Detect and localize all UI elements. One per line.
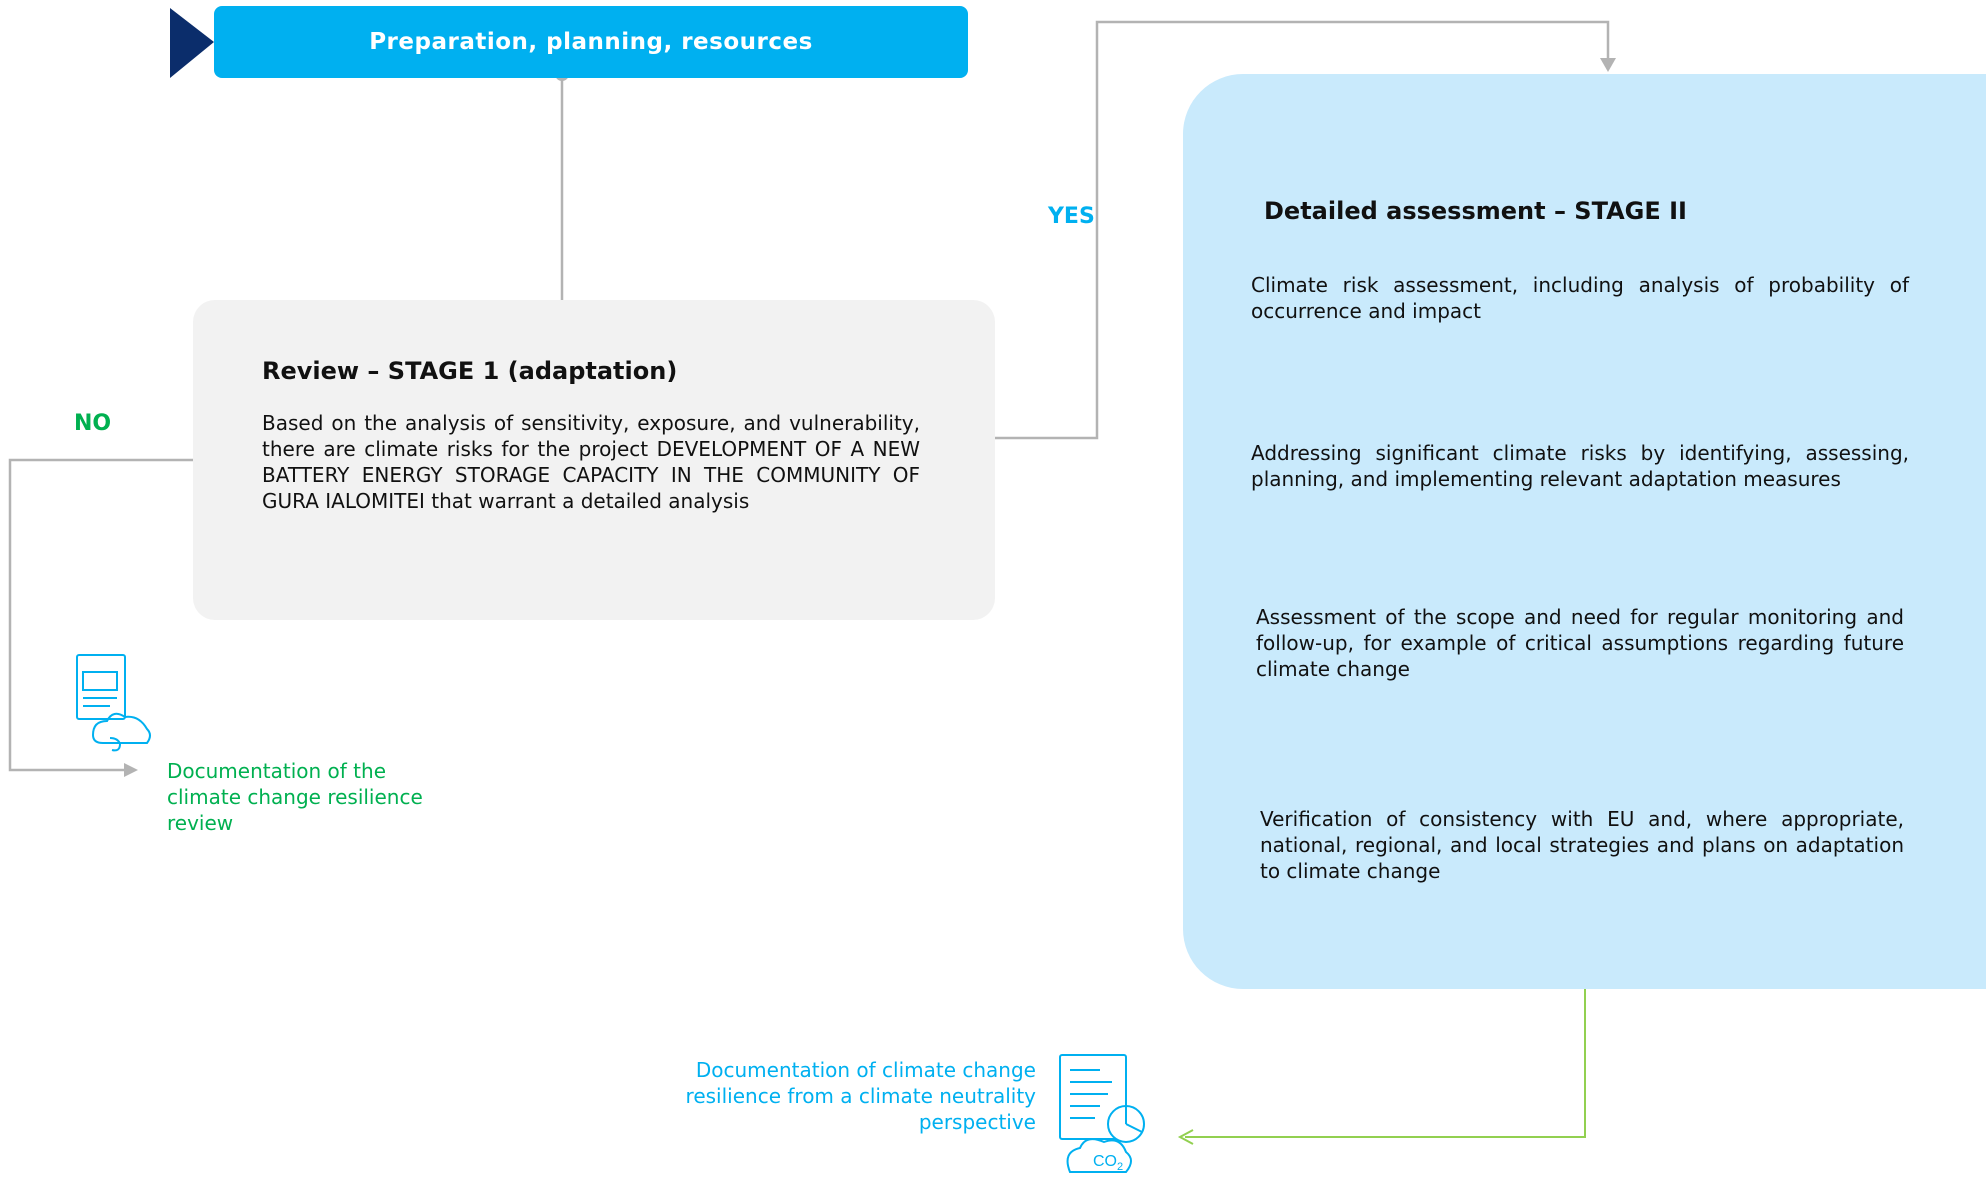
detailed-step: Assessment of the scope and need for reg… (1256, 605, 1904, 681)
review-box (193, 300, 995, 620)
arrowhead (1600, 58, 1616, 72)
review-text: Based on the analysis of sensitivity, ex… (262, 411, 920, 513)
connector-output (1185, 959, 1586, 1138)
arrowhead (124, 763, 138, 777)
branch-yes-label: YES (1048, 204, 1095, 229)
chevron-arrow-icon (170, 8, 214, 78)
top-banner: Preparation, planning, resources (214, 6, 968, 78)
co2-label: CO2 (1093, 1153, 1123, 1173)
review-title: Review – STAGE 1 (adaptation) (262, 357, 678, 385)
arrowhead (1177, 1129, 1194, 1145)
branch-no-label: NO (74, 411, 112, 436)
review-documentation-label: Documentation of the climate change resi… (167, 759, 423, 835)
climate-document-icon (76, 654, 151, 752)
detailed-step: Addressing significant climate risks by … (1251, 441, 1909, 491)
connector-no (8, 458, 231, 772)
connector-yes (988, 20, 1610, 440)
detailed-step: Verification of consistency with EU and,… (1260, 807, 1904, 883)
detailed-step: Climate risk assessment, including analy… (1251, 273, 1909, 323)
detailed-assessment-box (1183, 74, 1986, 989)
co2-document-icon (1059, 1054, 1145, 1173)
detailed-assessment-title: Detailed assessment – STAGE II (1264, 197, 1687, 225)
neutrality-documentation-label: Documentation of climate change resilien… (685, 1058, 1036, 1134)
